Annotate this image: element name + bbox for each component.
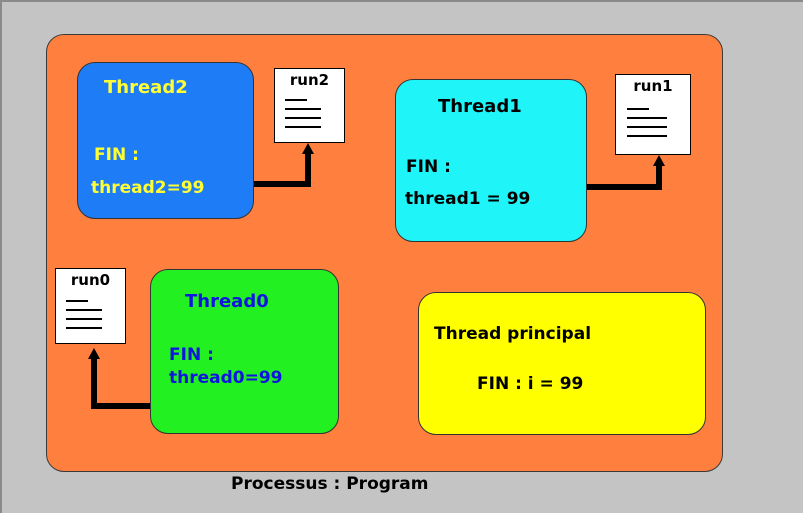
run0-title: run0: [70, 271, 111, 289]
run2-title: run2: [289, 71, 330, 89]
thread2-fin-value: thread2=99: [91, 178, 205, 198]
doc-line: [66, 318, 102, 320]
main-thread-title: Thread principal: [434, 324, 592, 344]
thread0-fin-value: thread0=99: [169, 368, 283, 388]
run1-document: run1: [615, 74, 691, 155]
thread2-box: Thread2 FIN : thread2=99: [77, 62, 254, 219]
thread1-fin-label: FIN :: [406, 157, 451, 177]
run0-document: run0: [55, 268, 126, 344]
main-thread-box: Thread principal FIN : i = 99: [418, 292, 706, 435]
doc-line: [627, 126, 667, 128]
thread1-title: Thread1: [438, 96, 522, 117]
thread2-title: Thread2: [104, 77, 188, 98]
doc-line: [285, 99, 307, 101]
process-label: Processus : Program: [231, 474, 429, 494]
thread1-fin-value: thread1 = 99: [405, 189, 531, 209]
doc-line: [285, 126, 321, 128]
thread2-fin-label: FIN :: [94, 145, 139, 165]
doc-line: [285, 117, 321, 119]
run2-document: run2: [274, 68, 345, 143]
doc-line: [627, 117, 667, 119]
main-thread-fin: FIN : i = 99: [477, 374, 584, 394]
doc-line: [66, 300, 88, 302]
doc-line: [66, 309, 102, 311]
run1-title: run1: [633, 77, 673, 95]
thread0-box: Thread0 FIN : thread0=99: [150, 269, 339, 434]
doc-line: [285, 108, 321, 110]
thread0-title: Thread0: [185, 291, 269, 312]
doc-line: [627, 135, 667, 137]
thread0-fin-label: FIN :: [169, 345, 214, 365]
doc-line: [627, 108, 649, 110]
thread1-box: Thread1 FIN : thread1 = 99: [395, 79, 587, 242]
doc-line: [66, 327, 102, 329]
